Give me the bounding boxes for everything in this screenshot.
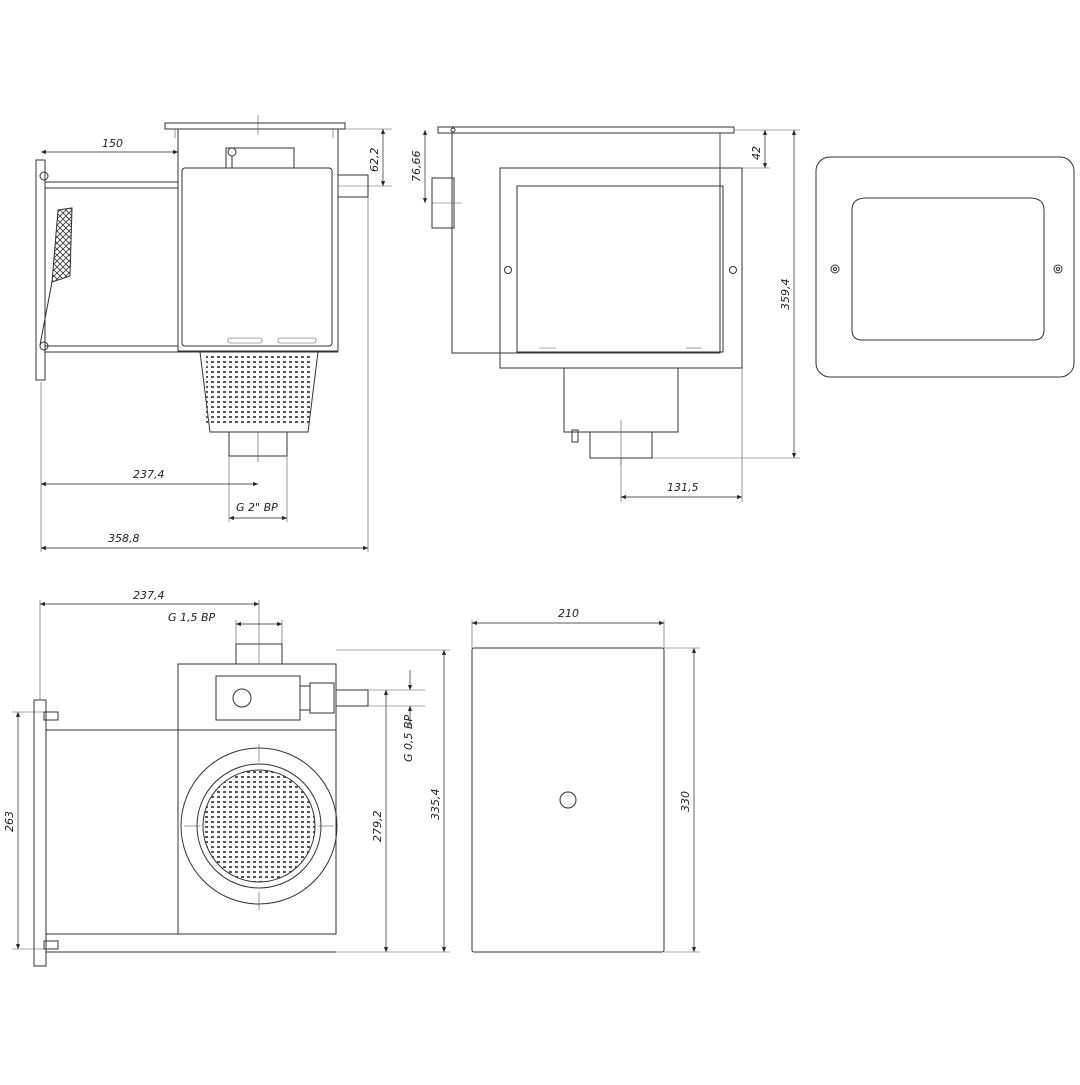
dim-top-thread-1-5: G 1,5 ВР <box>168 611 216 624</box>
lid-view: 210 330 <box>471 607 700 953</box>
top-view: 237,4 G 1,5 ВР G 0,5 ВР 263 279,2 335,4 <box>3 589 450 967</box>
dim-top-279-2: 279,2 <box>371 811 384 843</box>
side-view: 150 62,2 237,4 G 2" ВР 358,8 <box>35 115 392 552</box>
dim-side-62-2: 62,2 <box>368 148 381 173</box>
dim-side-thread: G 2" ВР <box>236 501 278 514</box>
dim-top-thread-0-5: G 0,5 ВР <box>402 714 415 762</box>
dim-front-359-4: 359,4 <box>779 279 792 311</box>
dim-front-42: 42 <box>750 146 763 160</box>
dim-front-131-5: 131,5 <box>667 481 699 494</box>
faceplate-view <box>815 156 1075 378</box>
dim-side-358-8: 358,8 <box>108 532 140 545</box>
front-view: 76,66 42 359,4 131,5 <box>410 126 800 502</box>
dim-front-76-66: 76,66 <box>410 151 423 183</box>
dim-lid-330: 330 <box>679 791 692 812</box>
dim-top-263: 263 <box>3 811 16 832</box>
dim-top-335-4: 335,4 <box>429 789 442 821</box>
dim-top-237-4: 237,4 <box>133 589 165 602</box>
dim-side-150: 150 <box>102 137 123 150</box>
dim-side-237-4: 237,4 <box>133 468 165 481</box>
dim-lid-210: 210 <box>558 607 579 620</box>
